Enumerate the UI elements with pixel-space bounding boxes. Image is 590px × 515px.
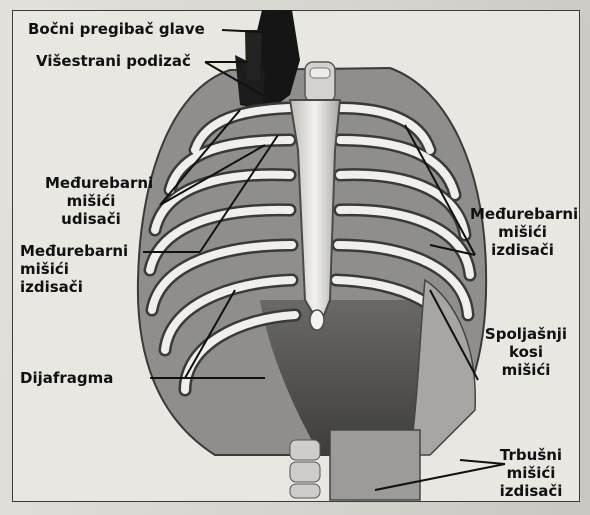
label-line: mišići xyxy=(470,223,575,241)
label-line: Međurebarni xyxy=(20,242,128,260)
label-diaphragm: Dijafragma xyxy=(20,369,113,387)
label-line: izdisači xyxy=(470,241,575,259)
lumbar-spine xyxy=(290,430,420,500)
label-line: mišići xyxy=(476,361,576,379)
label-line: izdisači xyxy=(20,278,128,296)
label-line: mišići xyxy=(486,464,576,482)
label-line: izdisači xyxy=(486,482,576,500)
label-abdominal-exhalation: Trbušni mišići izdisači xyxy=(486,446,576,500)
label-line: kosi xyxy=(476,343,576,361)
label-line: Spoljašnji xyxy=(476,325,576,343)
label-line: Međurebarni xyxy=(470,205,575,223)
label-line: mišići xyxy=(20,260,128,278)
label-intercostal-exhalation-left: Međurebarni mišići izdisači xyxy=(20,242,128,296)
label-lateral-head-flexor: Bočni pregibač glave xyxy=(28,20,205,38)
label-line: udisači xyxy=(45,210,137,228)
label-line: Međurebarni xyxy=(45,174,137,192)
cervical-vertebra xyxy=(305,62,335,102)
label-intercostal-inhalation: Međurebarni mišići udisači xyxy=(45,174,137,228)
label-external-oblique: Spoljašnji kosi mišići xyxy=(476,325,576,379)
label-line: mišići xyxy=(45,192,137,210)
label-line: Trbušni xyxy=(486,446,576,464)
label-multifid-lifter: Višestrani podizač xyxy=(36,52,191,70)
label-intercostal-exhalation-right: Međurebarni mišići izdisači xyxy=(470,205,575,259)
